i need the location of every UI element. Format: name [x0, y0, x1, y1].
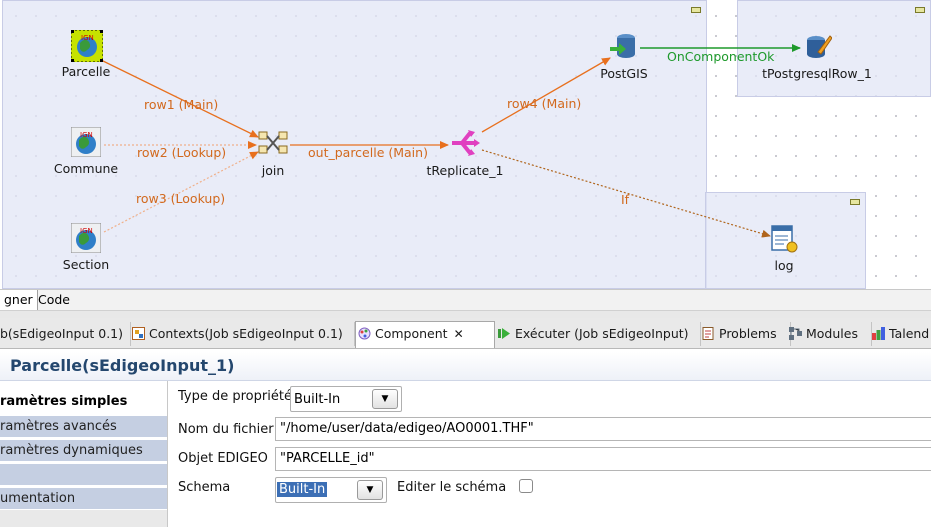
modules-icon	[789, 324, 802, 340]
subjob-collapse-button[interactable]	[915, 7, 925, 13]
link-row1[interactable]	[100, 59, 259, 138]
tab-job[interactable]: b(sEdigeoInput 0.1)	[0, 322, 131, 346]
tab-talend[interactable]: Talend	[870, 322, 931, 346]
component-label: log	[774, 258, 794, 273]
component-treplicate[interactable]: tReplicate_1	[405, 129, 525, 178]
nav-advanced-settings[interactable]: ramètres avancés	[0, 416, 167, 438]
property-type-value: Built-In	[294, 392, 341, 407]
problems-icon	[702, 324, 715, 340]
svg-text:IGN: IGN	[81, 34, 94, 42]
filename-label: Nom du fichier	[178, 422, 274, 437]
globe-input-icon: IGN	[70, 126, 102, 158]
tab-label: b(sEdigeoInput 0.1)	[0, 326, 123, 341]
component-label: Commune	[53, 161, 119, 176]
link-label-out-parcelle: out_parcelle (Main)	[308, 145, 428, 160]
schema-label: Schema	[178, 480, 231, 495]
view-tab-bar: b(sEdigeoInput 0.1) Contexts(Job sEdigeo…	[0, 318, 931, 349]
nav-item-empty[interactable]	[0, 464, 167, 486]
close-icon[interactable]: ✕	[453, 327, 464, 341]
component-label: tPostgresqlRow_1	[762, 66, 872, 81]
nav-filler	[0, 510, 168, 527]
tab-run[interactable]: Exécuter (Job sEdigeoInput)	[496, 322, 701, 346]
filename-field[interactable]: "/home/user/data/edigeo/AO0001.THF"	[275, 417, 931, 441]
component-postgis[interactable]: PostGIS	[564, 32, 684, 81]
component-parcelle[interactable]: IGN Parcelle	[26, 29, 146, 79]
subjob-collapse-button[interactable]	[850, 199, 860, 205]
component-title: Parcelle(sEdigeoInput_1)	[10, 356, 235, 375]
component-label: tReplicate_1	[426, 163, 504, 178]
component-label: join	[261, 163, 285, 178]
tab-label: Component	[375, 326, 448, 341]
edit-schema-button[interactable]	[519, 479, 533, 493]
tab-contexts[interactable]: Contexts(Job sEdigeoInput 0.1)	[130, 322, 355, 346]
postgresql-row-icon	[802, 32, 833, 62]
designer-tab-bar: gner Code	[0, 289, 931, 311]
component-log[interactable]: log	[724, 224, 844, 273]
job-designer-canvas[interactable]: row1 (Main) row2 (Lookup) row3 (Lookup) …	[0, 0, 931, 289]
edigeo-object-field[interactable]: "PARCELLE_id"	[275, 447, 931, 471]
nav-documentation[interactable]: umentation	[0, 488, 167, 510]
run-icon	[498, 324, 511, 339]
tab-component[interactable]: Component ✕	[355, 321, 495, 348]
tab-problems[interactable]: Problems	[700, 322, 791, 346]
subjob-collapse-button[interactable]	[691, 7, 701, 13]
talend-icon	[872, 324, 885, 340]
svg-text:IGN: IGN	[80, 131, 93, 139]
schema-value: Built-In	[277, 482, 328, 497]
sash-divider[interactable]	[0, 310, 931, 319]
tab-code[interactable]: Code	[38, 292, 71, 307]
component-tpostgresqlrow[interactable]: tPostgresqlRow_1	[757, 32, 877, 81]
link-row3[interactable]	[103, 151, 259, 233]
divider	[0, 380, 931, 381]
component-label: PostGIS	[600, 66, 648, 81]
globe-input-icon: IGN	[70, 222, 102, 254]
link-label-row2: row2 (Lookup)	[137, 145, 227, 160]
join-icon	[258, 129, 288, 159]
component-commune[interactable]: IGN Commune	[26, 126, 146, 176]
link-row4[interactable]	[481, 57, 611, 133]
divider	[167, 381, 168, 527]
tab-label: Modules	[806, 326, 858, 341]
link-label-row1: row1 (Main)	[144, 97, 219, 112]
component-header: Parcelle(sEdigeoInput_1)	[0, 352, 931, 380]
svg-text:IGN: IGN	[80, 227, 93, 235]
tab-label: Exécuter (Job sEdigeoInput)	[515, 326, 689, 341]
schema-select[interactable]: Built-In ▼	[275, 477, 387, 503]
link-label-row3: row3 (Lookup)	[136, 191, 226, 206]
tab-designer[interactable]: gner	[0, 290, 38, 311]
link-label-row4: row4 (Main)	[507, 96, 582, 111]
nav-basic-settings[interactable]: ramètres simples	[0, 391, 167, 413]
nav-dynamic-settings[interactable]: ramètres dynamiques	[0, 440, 167, 462]
component-join[interactable]: join	[213, 129, 333, 178]
contexts-icon	[132, 324, 145, 340]
edit-schema-label: Editer le schéma	[397, 480, 507, 495]
property-type-label: Type de propriété	[178, 389, 292, 404]
tab-label: Contexts(Job sEdigeoInput 0.1)	[149, 326, 343, 341]
edigeo-object-label: Objet EDIGEO	[178, 451, 268, 466]
component-icon	[358, 324, 371, 340]
property-type-select[interactable]: Built-In ▼	[290, 386, 402, 412]
chevron-down-icon[interactable]: ▼	[372, 389, 398, 409]
replicate-icon	[450, 129, 480, 159]
link-label-if: If	[621, 192, 630, 207]
connections-layer	[100, 44, 801, 238]
globe-input-icon: IGN	[70, 29, 104, 63]
component-section[interactable]: IGN Section	[26, 222, 146, 272]
component-label: Section	[62, 257, 110, 272]
tab-label: Problems	[719, 326, 777, 341]
postgis-output-icon	[609, 32, 639, 62]
log-file-icon	[769, 224, 799, 254]
chevron-down-icon[interactable]: ▼	[357, 480, 383, 500]
component-label: Parcelle	[61, 64, 111, 79]
tab-modules[interactable]: Modules	[787, 322, 872, 346]
link-label-on-component-ok: OnComponentOk	[667, 49, 775, 64]
tab-label: Talend	[889, 326, 930, 341]
